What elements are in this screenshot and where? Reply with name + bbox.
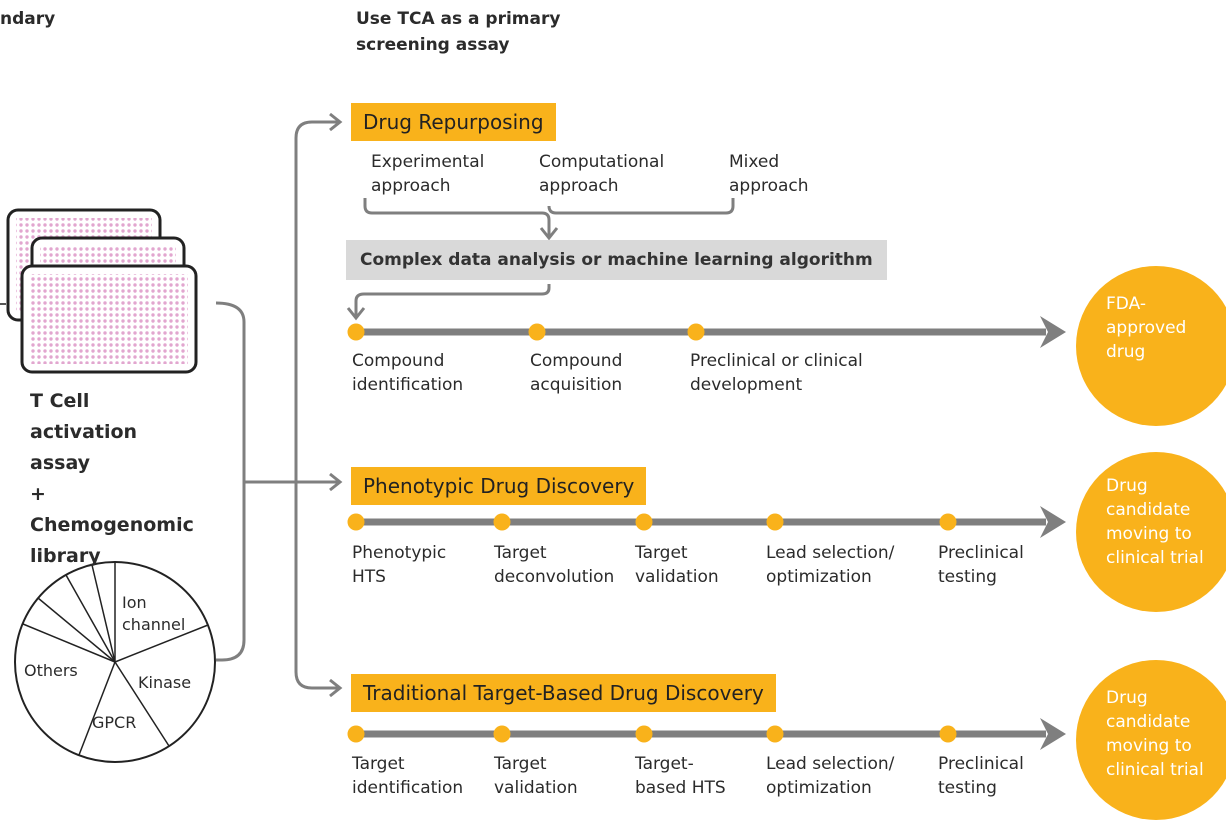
pie-label-others: Others [24,661,78,680]
repurposing-timeline [347,316,1066,348]
step-lead-selection: Lead selection/ optimization [766,543,895,587]
target-based-title: Traditional Target-Based Drug Discovery [351,674,776,712]
phenotypic-title: Phenotypic Drug Discovery [351,467,647,505]
merge-bracket [215,301,296,662]
step-preclinical-testing: Preclinical testing [938,543,1024,587]
step-target-deconvolution: Target deconvolution [494,543,615,587]
analysis-connector [346,284,551,321]
step-target-identification: Target identification [352,754,464,798]
outcome-fda-approved: FDA- approved drug [1076,266,1226,426]
step-preclinical-testing-tb: Preclinical testing [938,754,1024,798]
phenotypic-timeline [347,506,1066,538]
target-based-timeline [347,718,1066,750]
step-lead-selection-tb: Lead selection/ optimization [766,754,895,798]
approach-bracket [363,198,735,241]
pie-label-ion-channel: Ion channel [122,593,186,634]
outcome-phenotypic-candidate: Drug candidate moving to clinical trial [1076,452,1226,612]
branch-connector [294,112,343,698]
approach-computational: Computational approach [539,152,665,196]
outcome-target-based-candidate-label: Drug candidate moving to clinical trial [1106,688,1204,780]
left-column-header: ndary [0,9,56,29]
approach-experimental: Experimental approach [371,152,485,196]
main-column-header: Use TCA as a primary screening assay [356,9,561,55]
outcome-fda-approved-label: FDA- approved drug [1106,294,1187,362]
step-phenotypic-hts: Phenotypic HTS [352,543,447,587]
pie-label-kinase: Kinase [138,673,192,692]
assay-library-label: T Cell activation assay + Chemogenomic l… [30,390,194,567]
library-pie-chart [14,561,216,763]
step-compound-acquisition: Compound acquisition [530,351,623,395]
step-target-validation: Target validation [635,543,719,587]
drug-repurposing-title: Drug Repurposing [351,103,556,141]
microplate-stack-icon [0,208,198,374]
pie-label-gpcr: GPCR [92,713,137,732]
outcome-phenotypic-candidate-label: Drug candidate moving to clinical trial [1106,476,1204,568]
step-preclinical-clinical: Preclinical or clinical development [690,351,863,395]
outcome-target-based-candidate: Drug candidate moving to clinical trial [1076,660,1226,820]
approach-mixed: Mixed approach [729,152,809,196]
step-target-validation-tb: Target validation [494,754,578,798]
analysis-box: Complex data analysis or machine learnin… [346,240,887,280]
step-target-based-hts: Target- based HTS [635,754,726,798]
step-compound-identification: Compound identification [352,351,464,395]
